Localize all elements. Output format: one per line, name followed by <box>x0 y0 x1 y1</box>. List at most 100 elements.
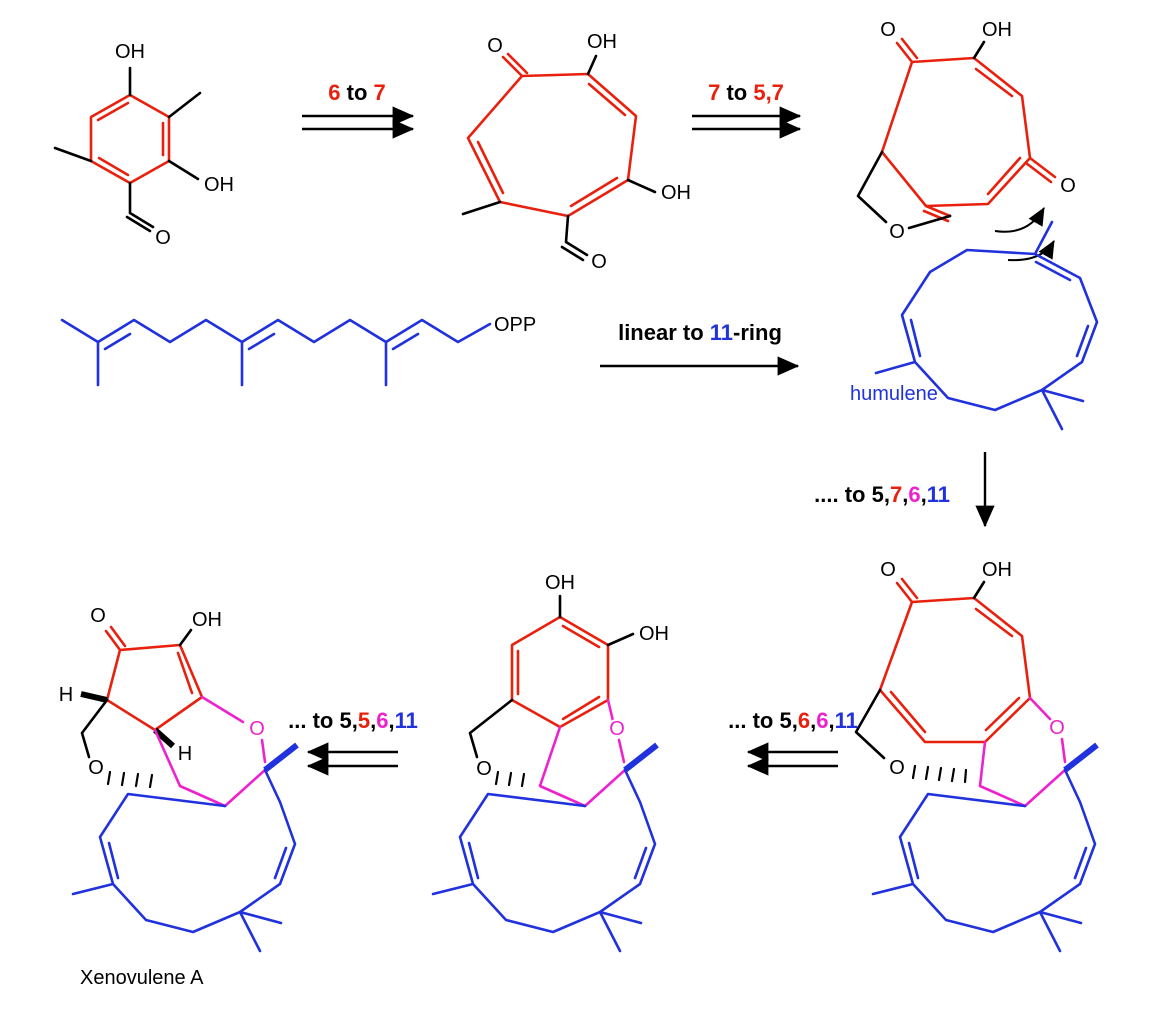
hydroxyl-label: OH <box>545 572 575 594</box>
macrocycle-group <box>431 742 659 953</box>
aldehyde-oxygen-label: O <box>155 227 171 249</box>
benzene-ring <box>510 615 610 729</box>
label-segment: 7 <box>374 80 386 105</box>
h-wedge-bond <box>80 691 108 703</box>
furan-ch2-o-bonds <box>80 698 109 759</box>
label-segment: 11 <box>835 708 858 733</box>
reaction-arrow-to-5-7-6-11: .... to 5,7,6,11 <box>814 452 995 528</box>
tropolone-ring-bonds <box>466 52 638 218</box>
label-segment: 6 <box>798 708 810 733</box>
furan-bonds <box>856 40 986 230</box>
label-segment: 11 <box>927 482 950 507</box>
ketone-oxygen-label: O <box>880 19 896 41</box>
seven-ring <box>466 72 638 218</box>
pyran-ring-bonds <box>978 696 1067 808</box>
methyl-branches <box>871 882 1083 953</box>
label-segment: ... to <box>288 708 339 733</box>
label-segment: 6 <box>816 708 828 733</box>
label-segment: 5, <box>779 708 797 733</box>
double-bond-lines <box>907 841 1088 880</box>
molecule-5-6-6-11-intermediate: OH OH O O <box>431 570 671 953</box>
right-ketone-double-bond <box>1024 156 1057 184</box>
reaction-arrow-7-to-57: 7 to 5,7 <box>692 80 802 139</box>
hashed-stereo-bond <box>494 770 526 788</box>
double-arrow <box>692 106 802 139</box>
arrow-label: linear to 11-ring <box>618 320 782 345</box>
ketone-double-bond <box>104 625 127 652</box>
label-segment: , <box>921 482 927 507</box>
benzene-double-bonds <box>96 101 165 177</box>
hydroxyl-label: OH <box>587 31 617 53</box>
ketone-oxygen-label: O <box>1060 175 1076 197</box>
eleven-ring <box>98 768 297 934</box>
hash-ticks <box>911 764 968 784</box>
tropolone-ring-bonds <box>880 37 1057 223</box>
furan-oxygen-label: O <box>889 221 905 243</box>
double-arrow <box>306 742 398 776</box>
curved-arrow <box>994 207 1045 233</box>
label-segment: , <box>902 482 908 507</box>
stereo-hydrogen-label: H <box>59 684 73 706</box>
seven-ring <box>878 596 1032 744</box>
curved-arrow <box>1007 240 1055 262</box>
methyl-branches <box>874 220 1085 431</box>
label-segment: 7 <box>708 80 720 105</box>
reaction-arrow-linear-to-11-ring: linear to 11-ring <box>600 320 800 376</box>
substituent-bonds <box>80 628 193 759</box>
hydroxyl-label: OH <box>661 182 691 204</box>
double-bond-lines <box>107 841 288 880</box>
molecule-xenovulene-a: O OH H H O O Xenovulene A <box>57 603 299 989</box>
methyl-branches <box>96 340 388 387</box>
hydroxyl-label: OH <box>192 609 222 631</box>
pyran-oxygen-label: O <box>609 718 625 740</box>
molecule-farnesyl-pyrophosphate: OPP <box>60 312 538 387</box>
hydroxyl-label: OH <box>982 559 1012 581</box>
label-segment: , <box>810 708 816 733</box>
benzene-ring <box>89 93 171 185</box>
furan-oxygen-label: O <box>476 758 492 780</box>
ketone-oxygen-label: O <box>90 605 106 627</box>
label-segment: , <box>370 708 376 733</box>
hydroxyl-label: OH <box>639 623 669 645</box>
oh-bond <box>178 628 193 647</box>
molecule-methyl-orsellinaldehyde: OH OH O <box>53 39 236 251</box>
opp-label: OPP <box>494 314 536 336</box>
molecule-tropolone-aldehyde: O OH OH O <box>461 29 693 275</box>
label-segment: , <box>388 708 394 733</box>
methyl-wedge-bond <box>263 742 299 773</box>
carbon-chain <box>60 318 492 344</box>
ring-double-bonds <box>889 607 1021 734</box>
tropolone-ring-bonds <box>878 577 1032 744</box>
ketone-oxygen-label: O <box>880 559 896 581</box>
eleven-ring <box>458 768 657 934</box>
hydroxyl-label: OH <box>115 41 145 63</box>
molecule-5-7-6-11-adduct: O OH O O <box>854 557 1099 953</box>
label-segment: , <box>828 708 834 733</box>
label-segment: ... to <box>728 708 779 733</box>
pyran-ring-bonds <box>538 698 627 808</box>
humulene-label: humulene <box>850 383 938 405</box>
furan-oxygen-label: O <box>889 757 905 779</box>
double-arrow <box>746 742 838 776</box>
label-segment: to <box>341 80 374 105</box>
reaction-arrow-6-to-7: 6 to 7 <box>302 80 415 139</box>
double-bond-lines <box>909 260 1090 358</box>
label-segment: 5, <box>339 708 357 733</box>
hydroxyl-label: OH <box>982 19 1012 41</box>
label-segment: 11 <box>710 320 733 345</box>
enol-ether-bond <box>922 204 952 223</box>
label-segment: 5 <box>358 708 370 733</box>
eleven-ring <box>900 248 1099 412</box>
benzene-ring-bonds <box>510 615 610 729</box>
ketone-double-bond <box>895 577 919 604</box>
substituent-bonds <box>461 54 657 262</box>
molecule-humulene: humulene <box>850 220 1099 431</box>
macrocycle-group <box>871 742 1099 953</box>
label-segment: -ring <box>733 320 782 345</box>
pyran-oxygen-label: O <box>249 718 265 740</box>
ring-double-bonds <box>476 82 627 208</box>
substituent-bonds <box>468 594 635 759</box>
furan-oxygen-label: O <box>88 757 104 779</box>
label-segment: 5, <box>872 482 890 507</box>
